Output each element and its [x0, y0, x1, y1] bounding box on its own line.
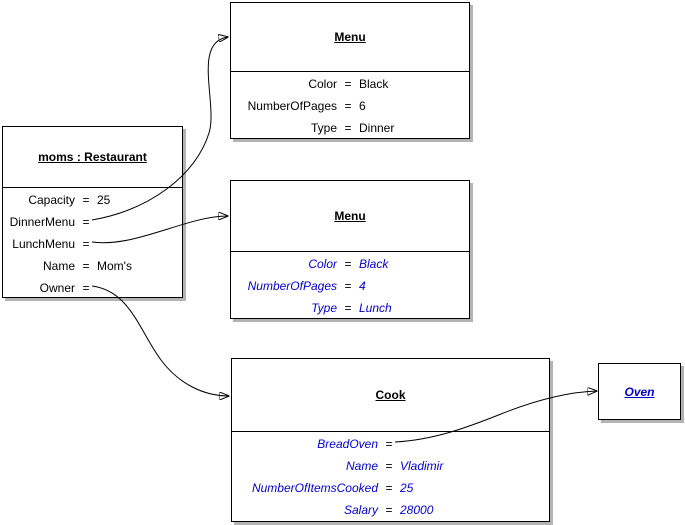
attr-name: LunchMenu: [12, 237, 75, 251]
object-title: Menu: [334, 30, 366, 44]
equals-sign: =: [82, 259, 90, 273]
attr-name: NumberOfPages: [247, 279, 337, 293]
equals-sign: =: [385, 503, 393, 517]
equals-sign: =: [82, 281, 90, 295]
attr-value: 4: [359, 279, 366, 293]
attr-value: [97, 211, 182, 233]
object-box-oven[interactable]: Oven: [598, 363, 681, 420]
attr-name: Name: [42, 259, 75, 273]
object-box-restaurant[interactable]: moms : Restaurant Capacity = 25 DinnerMe…: [2, 126, 183, 298]
equals-sign: =: [82, 193, 90, 207]
attr-name: BreadOven: [317, 437, 378, 451]
attr-name: Name: [345, 459, 378, 473]
attr-value: Vladimir: [400, 459, 444, 473]
attr-value: Black: [359, 257, 389, 271]
attr-value: 28000: [400, 503, 434, 517]
attr-value: [97, 277, 182, 299]
attr-value: 25: [400, 481, 414, 495]
title-compartment: Oven: [599, 364, 680, 419]
attributes-compartment: Color = Black NumberOfPages = 6 Type = D…: [231, 71, 469, 139]
title-compartment: Menu: [231, 3, 469, 71]
object-box-dinner-menu[interactable]: Menu Color = Black NumberOfPages = 6 Typ…: [230, 2, 470, 139]
equals-sign: =: [344, 121, 352, 135]
attributes-compartment: BreadOven = Name = Vladimir NumberOfItem…: [232, 431, 549, 521]
attr-value: Black: [359, 77, 389, 91]
title-compartment: moms : Restaurant: [3, 127, 182, 187]
attr-name: Type: [311, 301, 337, 315]
attr-value: Lunch: [359, 301, 392, 315]
attr-value: Dinner: [359, 121, 395, 135]
attr-value: [97, 233, 182, 255]
equals-sign: =: [385, 459, 393, 473]
attr-name: Color: [308, 257, 337, 271]
object-title: moms : Restaurant: [38, 150, 147, 164]
attr-value: 6: [359, 99, 366, 113]
object-title: Cook: [375, 388, 406, 402]
attr-name: Capacity: [28, 193, 75, 207]
attr-name: Color: [308, 77, 337, 91]
attr-name: DinnerMenu: [9, 215, 75, 229]
title-compartment: Cook: [232, 359, 549, 431]
equals-sign: =: [344, 257, 352, 271]
object-box-lunch-menu[interactable]: Menu Color = Black NumberOfPages = 4 Typ…: [230, 180, 470, 319]
attributes-compartment: Capacity = 25 DinnerMenu = LunchMenu = N…: [3, 187, 182, 299]
object-title: Menu: [334, 209, 366, 223]
equals-sign: =: [344, 99, 352, 113]
attr-name: Salary: [343, 503, 378, 517]
equals-sign: =: [385, 481, 393, 495]
attr-value: Mom's: [97, 259, 132, 273]
attr-name: NumberOfPages: [247, 99, 337, 113]
equals-sign: =: [82, 215, 90, 229]
attr-name: Owner: [39, 281, 75, 295]
equals-sign: =: [344, 77, 352, 91]
attr-value: 25: [97, 193, 111, 207]
equals-sign: =: [385, 437, 393, 451]
equals-sign: =: [344, 301, 352, 315]
attributes-compartment: Color = Black NumberOfPages = 4 Type = L…: [231, 251, 469, 319]
equals-sign: =: [82, 237, 90, 251]
attr-value: [400, 433, 549, 455]
equals-sign: =: [344, 279, 352, 293]
object-title: Oven: [624, 384, 655, 399]
attr-name: Type: [310, 121, 337, 135]
arrow-owner-to-cook[interactable]: [91, 285, 229, 396]
attr-name: NumberOfItemsCooked: [251, 481, 378, 495]
object-box-cook[interactable]: Cook BreadOven = Name = Vladimir NumberO…: [231, 358, 550, 522]
title-compartment: Menu: [231, 181, 469, 251]
